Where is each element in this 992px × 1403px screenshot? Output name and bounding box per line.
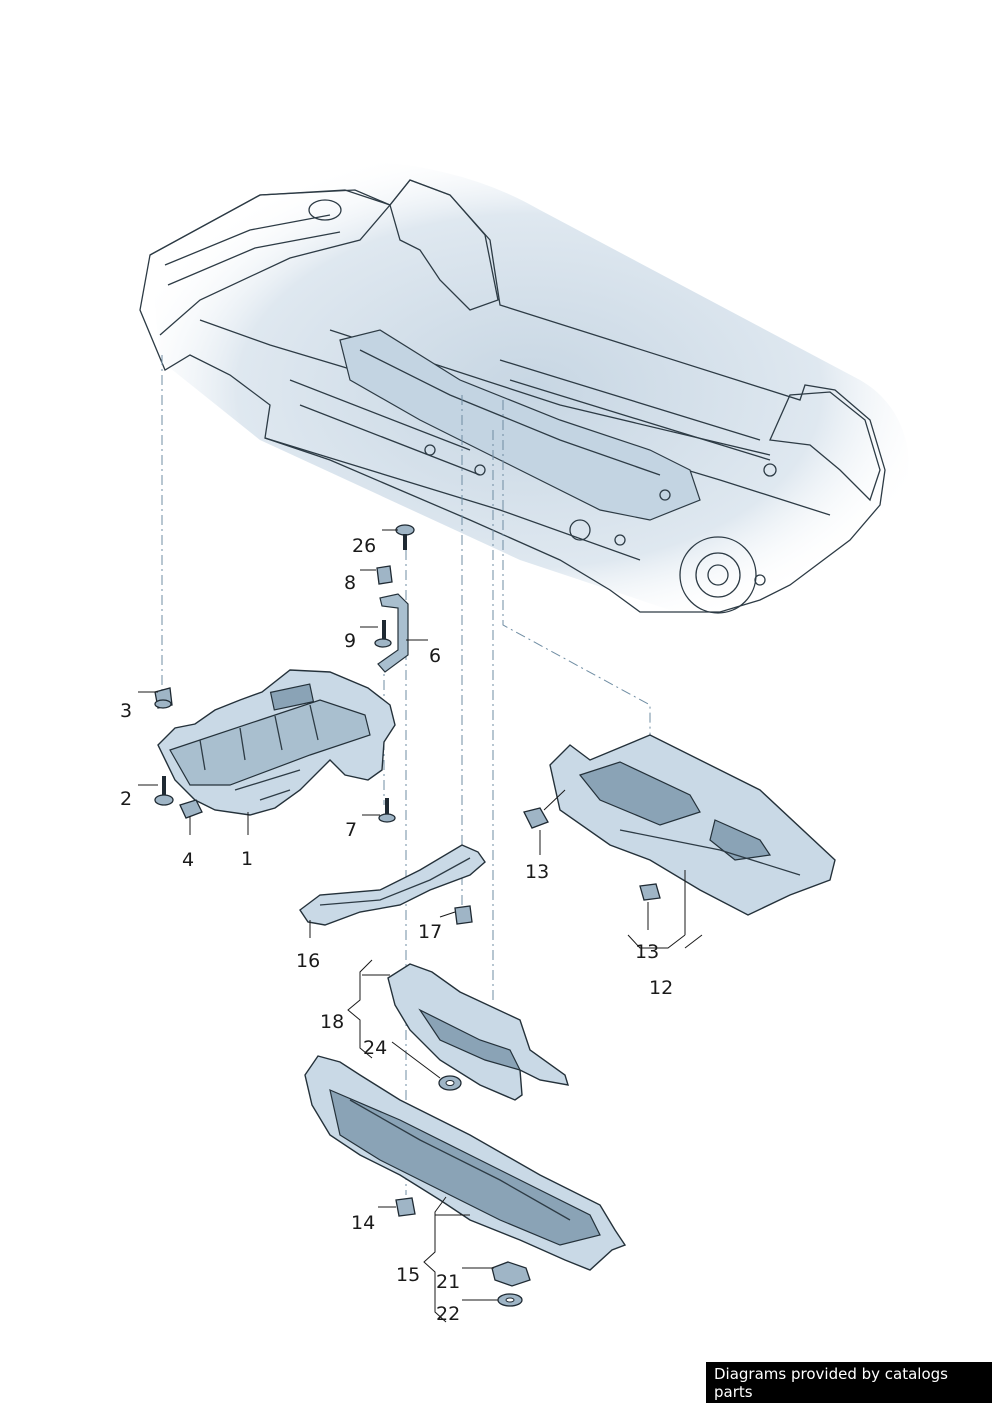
car-underbody [139, 161, 909, 620]
leader-lines [138, 529, 703, 1323]
nut-17 [454, 905, 473, 925]
cross-brace-16 [299, 844, 486, 926]
callout-26: 26 [352, 535, 376, 557]
bolt-26 [395, 524, 415, 550]
heat-shield-15 [304, 1055, 627, 1271]
callout-13-lower: 13 [635, 941, 659, 963]
nut-13-upper [523, 807, 549, 829]
engine-undertray [157, 669, 396, 816]
bracket-6 [377, 593, 409, 673]
nut-8 [376, 565, 393, 585]
callout-labels: 1 2 3 4 6 7 8 9 12 13 13 14 15 16 17 18 … [120, 535, 673, 1325]
callout-14: 14 [351, 1212, 375, 1234]
callout-16: 16 [296, 950, 320, 972]
callout-3: 3 [120, 700, 132, 722]
callout-6: 6 [429, 645, 441, 667]
callout-7: 7 [345, 819, 357, 841]
callout-17: 17 [418, 921, 442, 943]
washer-24 [438, 1075, 462, 1091]
callout-8: 8 [344, 572, 356, 594]
rear-undertray-12 [549, 734, 836, 916]
callout-21: 21 [436, 1271, 460, 1293]
callout-9: 9 [344, 630, 356, 652]
bracket-21 [491, 1261, 531, 1287]
assembly-lines [161, 355, 651, 1195]
fastener-3 [154, 687, 173, 709]
nut-13-lower [639, 883, 661, 901]
callout-13-upper: 13 [525, 861, 549, 883]
credit-banner: Diagrams provided by catalogs parts [706, 1362, 992, 1403]
callout-15: 15 [396, 1264, 420, 1286]
callout-18: 18 [320, 1011, 344, 1033]
clip-4 [179, 799, 203, 819]
screw-2 [154, 776, 174, 806]
credit-text: Diagrams provided by catalogs parts [714, 1364, 948, 1401]
callout-22: 22 [436, 1303, 460, 1325]
callout-12: 12 [649, 977, 673, 999]
bolt-7 [378, 798, 396, 823]
callout-24: 24 [363, 1037, 387, 1059]
nut-14 [395, 1197, 416, 1217]
callout-4: 4 [182, 849, 194, 871]
bolt-9 [374, 620, 392, 648]
heat-shield-18 [387, 963, 569, 1101]
callout-2: 2 [120, 788, 132, 810]
washer-22 [497, 1293, 523, 1307]
callout-1: 1 [241, 848, 253, 870]
